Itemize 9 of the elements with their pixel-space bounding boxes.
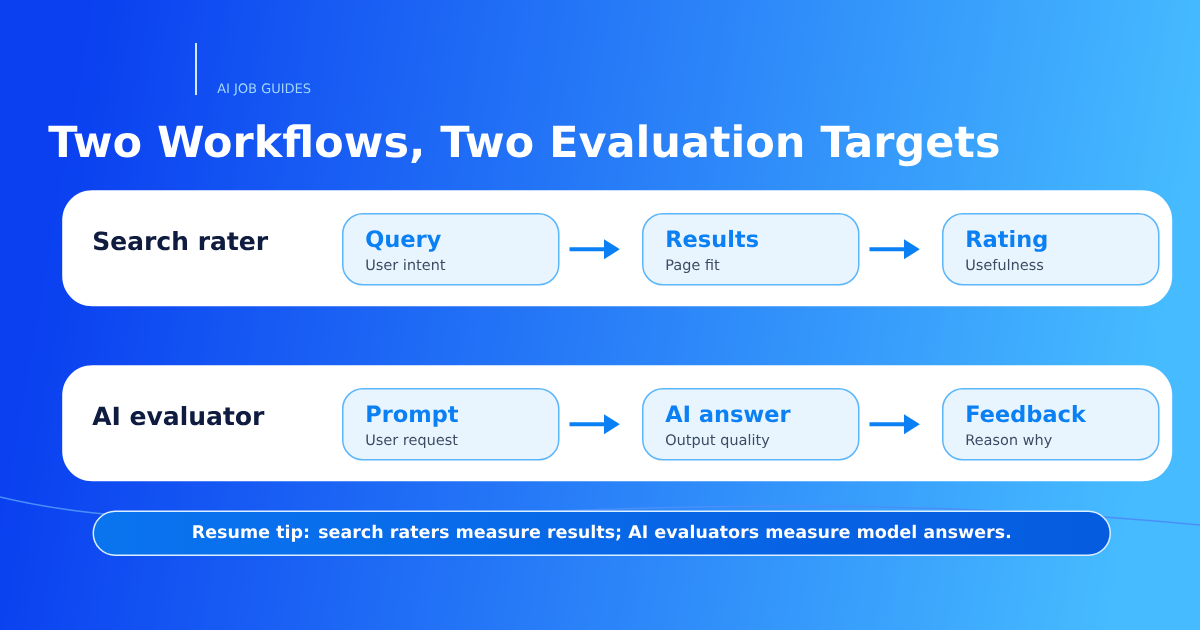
step-box: AI answer Output quality bbox=[642, 388, 860, 461]
step-box: Feedback Reason why bbox=[942, 388, 1160, 461]
title: Two Workflows, Two Evaluation Targets bbox=[48, 124, 999, 167]
tagline: AI JOB GUIDES bbox=[217, 83, 311, 96]
step-box: Prompt User request bbox=[342, 388, 560, 461]
step-box: Query User intent bbox=[342, 213, 560, 286]
step-box: Rating Usefulness bbox=[942, 213, 1160, 286]
tip-banner: Resume tip: search raters measure results; AI evaluators measure model answers. bbox=[92, 510, 1111, 556]
step-box: Results Page fit bbox=[642, 213, 860, 286]
